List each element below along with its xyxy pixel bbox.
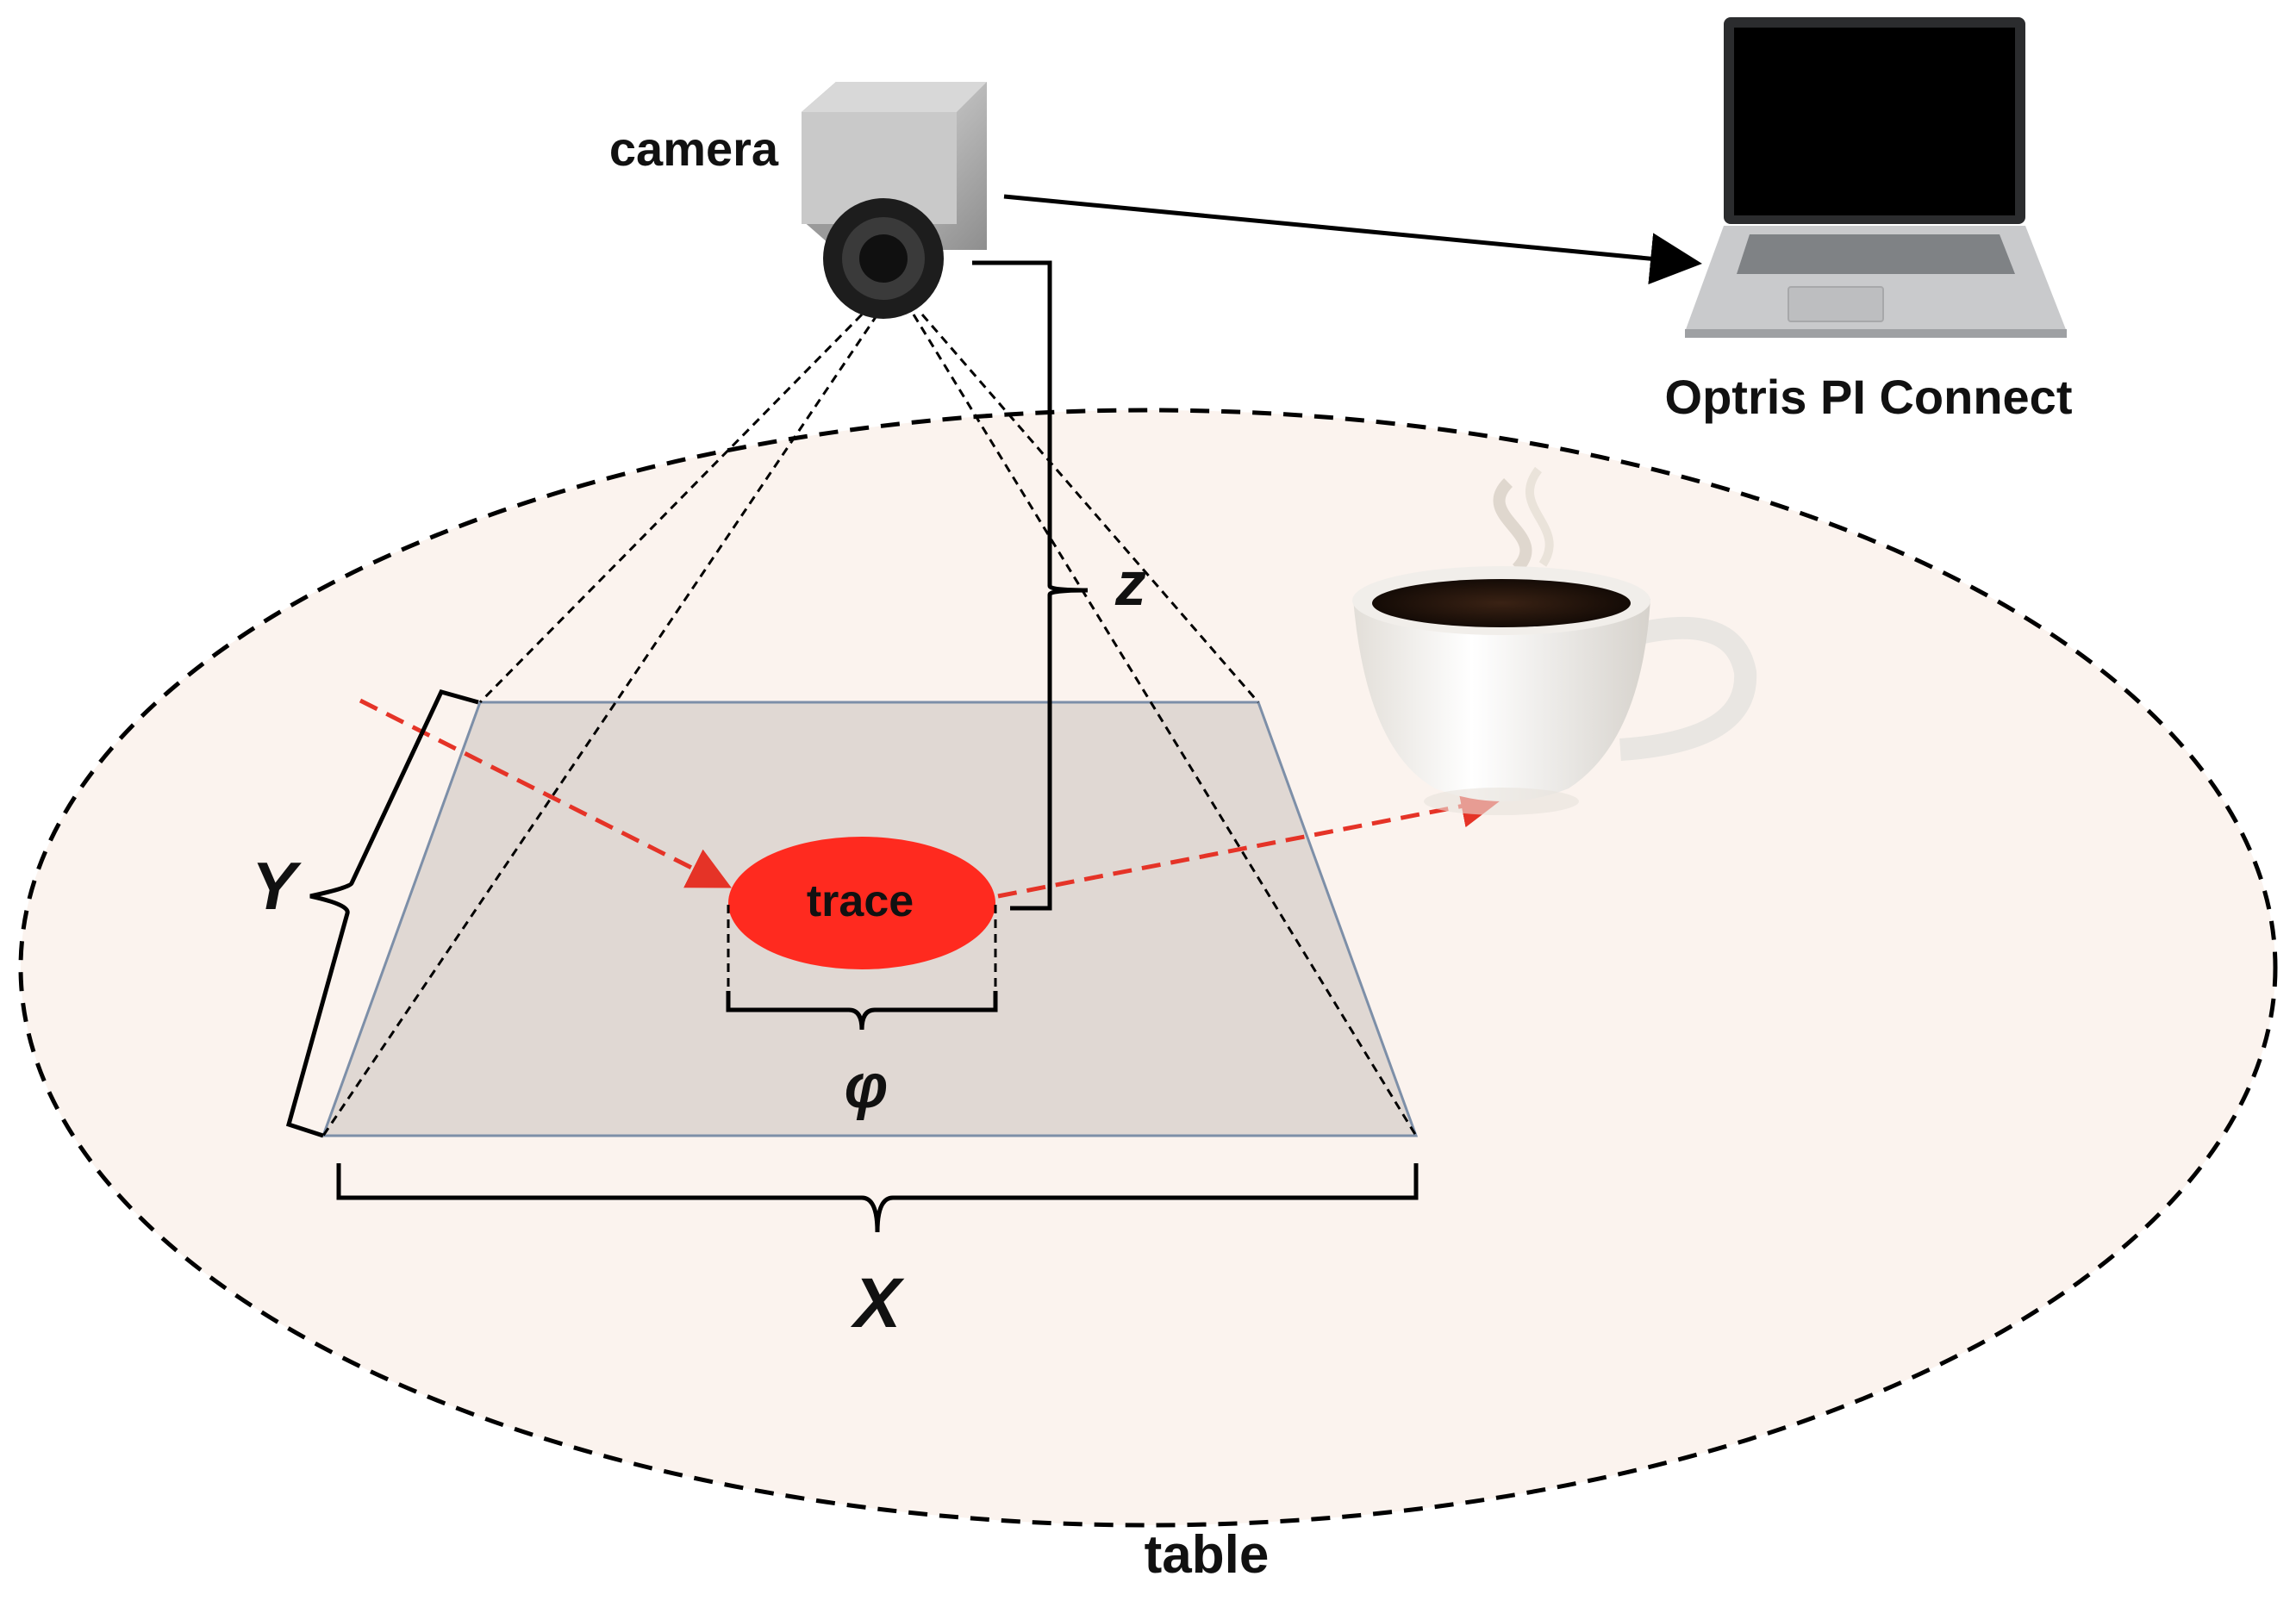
phi-bracket bbox=[726, 905, 998, 1031]
thermal-camera-icon bbox=[802, 82, 987, 319]
x-bracket bbox=[336, 1163, 1419, 1233]
trace-label: trace bbox=[807, 876, 914, 926]
laptop-icon bbox=[1685, 17, 2067, 338]
y-bracket bbox=[285, 689, 479, 1138]
z-label: z bbox=[1114, 550, 1146, 619]
camera-view-cone bbox=[321, 313, 1418, 1137]
data-link-arrow bbox=[1003, 194, 1702, 285]
table-label: table bbox=[1145, 1525, 1270, 1585]
software-label: Optris PI Connect bbox=[1665, 370, 2073, 424]
trace-spot bbox=[728, 837, 995, 969]
z-bracket bbox=[972, 260, 1089, 911]
x-label: X bbox=[851, 1264, 905, 1342]
coffee-cup-icon bbox=[1352, 466, 1757, 815]
outgoing-path-arrow bbox=[997, 785, 1504, 899]
phi-label: φ bbox=[845, 1052, 889, 1121]
camera-label: camera bbox=[609, 121, 779, 176]
y-label: Y bbox=[252, 848, 302, 924]
